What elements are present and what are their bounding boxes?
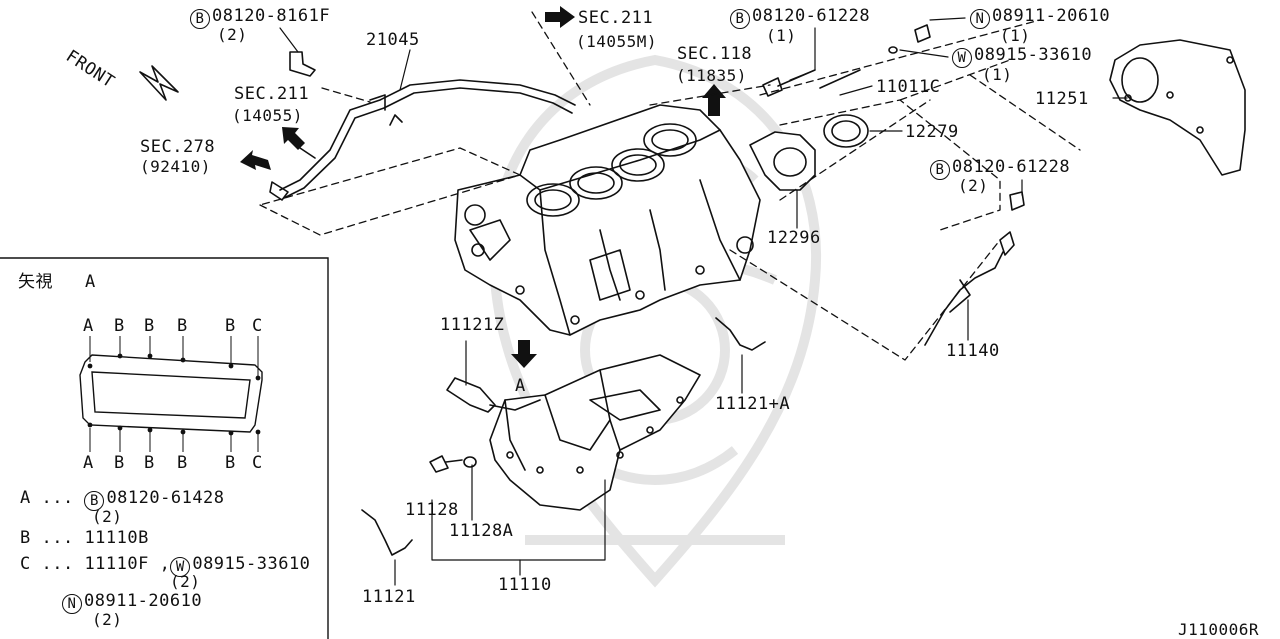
legend-b: B ... 11110B: [20, 530, 149, 547]
legend-part: 11110B: [84, 528, 149, 548]
part-number: 08120-61228: [752, 6, 871, 26]
part-11121a: 11121+A: [715, 394, 791, 414]
legend-c-nut-qty: (2): [92, 610, 123, 629]
inset-bottom-letter: C: [252, 453, 263, 473]
view-a-inset: [0, 257, 329, 639]
inset-top-letter: A: [83, 316, 94, 336]
nut-symbol-icon: N: [62, 594, 82, 614]
view-title: 矢視: [18, 272, 53, 292]
legend-c-qty: (2): [170, 572, 201, 591]
sec278: SEC.278: [140, 137, 216, 157]
front-arrow-icon: [139, 65, 179, 101]
part-number: 08915-33610: [974, 45, 1093, 65]
inset-bottom-letter: B: [177, 453, 188, 473]
qty: (1): [1000, 26, 1031, 45]
qty: (2): [217, 25, 248, 44]
part-number: 08120-61228: [952, 157, 1071, 177]
inset-bottom-letter: B: [144, 453, 155, 473]
legend-part: 11110F ,: [84, 554, 171, 574]
gasket-11121a: [715, 317, 766, 351]
part-12296: 12296: [767, 228, 821, 248]
qty: (1): [766, 26, 797, 45]
bolt-symbol-icon: B: [84, 491, 105, 511]
part-11121: 11121: [362, 587, 416, 607]
inset-top-letter: B: [114, 316, 125, 336]
reference-lines: [259, 11, 1081, 361]
washer-symbol-icon: W: [170, 557, 191, 577]
sec118-sub: (11835): [676, 66, 747, 85]
legend-part: 08915-33610: [192, 554, 311, 574]
part-11140: 11140: [946, 341, 1000, 361]
bolt-symbol-icon: B: [190, 9, 210, 29]
sec211-left-sub: (14055): [232, 106, 303, 125]
direction-arrows: [240, 6, 726, 368]
oil-pan: [489, 354, 701, 511]
part-11011c: 11011C: [876, 77, 941, 97]
inset-top-letter: B: [225, 316, 236, 336]
sec118: SEC.118: [677, 44, 753, 64]
dipstick: [924, 231, 1015, 346]
bolt-icons: [289, 24, 1025, 473]
inset-top-letter: B: [144, 316, 155, 336]
inset-top-letter: B: [177, 316, 188, 336]
view-title-letter: A: [85, 272, 96, 292]
legend-part: 08911-20610: [84, 591, 203, 611]
washer-symbol-icon: W: [952, 48, 972, 68]
legend-prefix: C ...: [20, 554, 74, 574]
legend-a-qty: (2): [92, 507, 123, 526]
sec211-top-sub: (14055M): [576, 32, 658, 51]
bolt-symbol-icon: B: [730, 9, 750, 29]
rear-oil-seal: [823, 114, 869, 148]
sec211-left: SEC.211: [234, 84, 310, 104]
inset-bottom-letter: B: [114, 453, 125, 473]
view-a-marker: A: [515, 376, 526, 396]
leader-lines: [279, 17, 1128, 586]
nut-symbol-icon: N: [970, 9, 990, 29]
part-11128: 11128: [405, 500, 459, 520]
sec211-top: SEC.211: [578, 8, 654, 28]
part-11121z: 11121Z: [440, 315, 505, 335]
seal-retainer: [749, 131, 816, 191]
inset-top-letter: C: [252, 316, 263, 336]
sec278-sub: (92410): [140, 157, 211, 176]
bolt-symbol-icon: B: [930, 160, 950, 180]
part-number: 08911-20610: [992, 6, 1111, 26]
part-number: 08120-8161F: [212, 6, 331, 26]
part-12279: 12279: [905, 122, 959, 142]
rear-plate: [1109, 39, 1246, 176]
part-11128a: 11128A: [449, 521, 514, 541]
inset-bottom-letter: A: [83, 453, 94, 473]
oil-pipe: [269, 79, 576, 201]
legend-prefix: B ...: [20, 528, 74, 548]
qty: (1): [982, 65, 1013, 84]
part-11110: 11110: [498, 575, 552, 595]
cylinder-block: [454, 104, 761, 336]
inset-bottom-letter: B: [225, 453, 236, 473]
part-11251: 11251: [1035, 89, 1089, 109]
oil-strainer: [446, 377, 541, 413]
part-21045: 21045: [366, 30, 420, 50]
legend-prefix: A ...: [20, 488, 74, 508]
diagram-code: J110006R: [1178, 620, 1260, 639]
qty: (2): [958, 176, 989, 195]
gasket-11121: [361, 509, 413, 556]
legend-part: 08120-61428: [106, 488, 225, 508]
